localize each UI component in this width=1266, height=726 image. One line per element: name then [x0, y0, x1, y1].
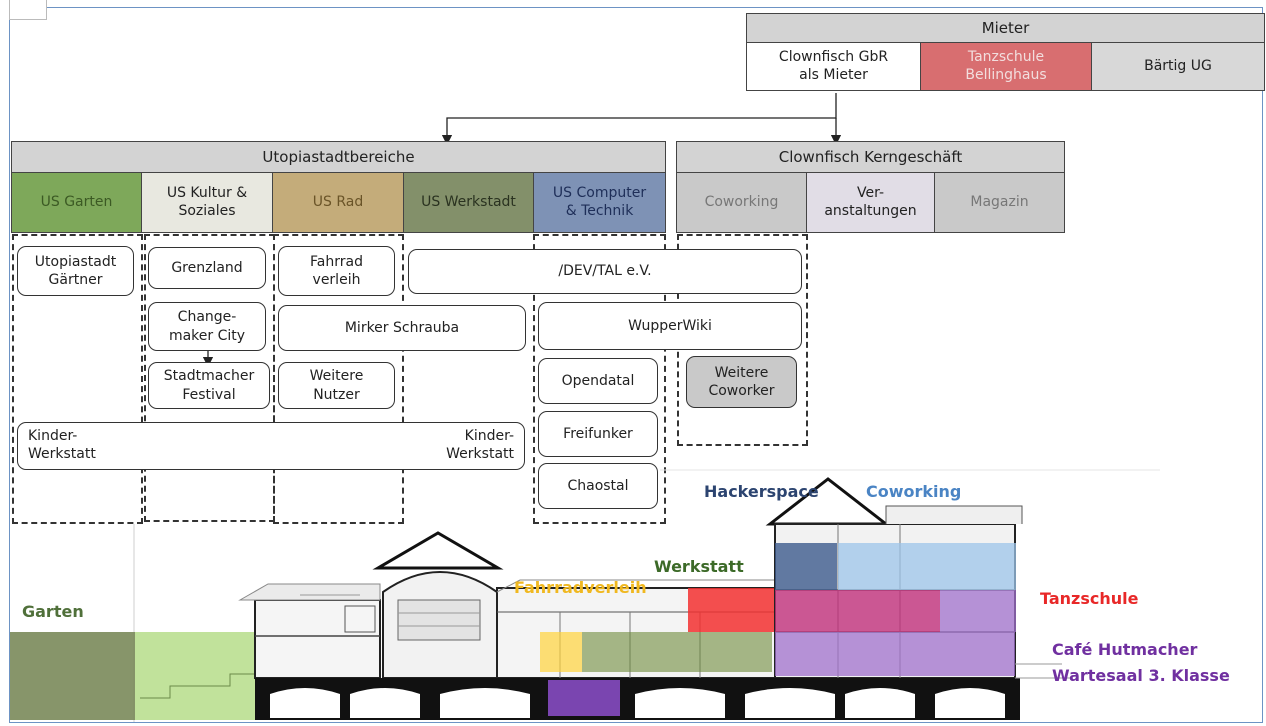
area-us-computer: US Computer & Technik: [533, 172, 666, 233]
utopiastadt-header: Utopiastadtbereiche: [11, 141, 666, 173]
project-freifunker: Freifunker: [538, 411, 658, 457]
column-computer: [533, 234, 666, 524]
zone-coworking: [838, 543, 1016, 590]
zone-fahrradverleih: [540, 632, 582, 672]
project-kinder-werkstatt: Kinder- Werkstatt Kinder- Werkstatt: [17, 422, 525, 470]
corner-tab: [9, 0, 47, 20]
label-hackerspace: Hackerspace: [704, 482, 819, 501]
clownfisch-header: Clownfisch Kerngeschäft: [676, 141, 1065, 173]
column-rad: [273, 234, 404, 524]
kinder-werkstatt-right-label: Kinder- Werkstatt: [446, 428, 514, 463]
area-us-rad: US Rad: [272, 172, 404, 233]
project-mirker-schrauba: Mirker Schrauba: [278, 305, 526, 351]
garden-area-light: [135, 632, 255, 720]
project-changemaker-city: Change- maker City: [148, 302, 266, 351]
zone-cafe-upper: [940, 590, 1016, 632]
project-weitere-nutzer: Weitere Nutzer: [278, 362, 395, 409]
project-utopiastadt-gaertner: Utopiastadt Gärtner: [17, 246, 134, 296]
project-wupperwiki: WupperWiki: [538, 302, 802, 350]
label-werkstatt: Werkstatt: [654, 557, 744, 576]
area-coworking: Coworking: [676, 172, 807, 233]
zone-tanzschule-red: [688, 588, 774, 632]
project-fahrrad-verleih: Fahrrad verleih: [278, 246, 395, 296]
zone-hackerspace: [775, 543, 837, 590]
zone-cafe-basement: [548, 680, 620, 716]
project-chaostal: Chaostal: [538, 463, 658, 509]
diagram-frame: [9, 7, 1263, 723]
tenant-clownfisch: Clownfisch GbR als Mieter: [746, 42, 921, 91]
left-wing: [254, 599, 381, 679]
label-wartesaal: Wartesaal 3. Klasse: [1052, 666, 1230, 685]
label-coworking: Coworking: [866, 482, 962, 501]
hall-gable-roof: [372, 531, 504, 570]
column-garten: [12, 234, 143, 524]
garden-area-dark: [10, 632, 135, 720]
label-tanzschule: Tanzschule: [1040, 589, 1139, 608]
project-dev-tal: /DEV/TAL e.V.: [408, 249, 802, 294]
project-opendatal: Opendatal: [538, 358, 658, 404]
project-stadtmacher-festival: Stadtmacher Festival: [148, 362, 270, 409]
tenant-baertig: Bärtig UG: [1091, 42, 1265, 91]
label-fahrradverleih: Fahrradverleih: [514, 578, 647, 597]
zone-werkstatt: [582, 632, 772, 672]
kinder-werkstatt-left-label: Kinder- Werkstatt: [28, 428, 96, 463]
area-us-kultur: US Kultur & Soziales: [141, 172, 273, 233]
label-garten: Garten: [22, 602, 84, 621]
mieter-header: Mieter: [746, 13, 1265, 43]
tenant-tanzschule: Tanzschule Bellinghaus: [920, 42, 1092, 91]
project-grenzland: Grenzland: [148, 247, 266, 289]
zone-tanzschule: [775, 590, 940, 632]
label-cafe-hutmacher: Café Hutmacher: [1052, 640, 1198, 659]
area-magazin: Magazin: [934, 172, 1065, 233]
project-weitere-coworker: Weitere Coworker: [686, 356, 797, 408]
area-us-garten: US Garten: [11, 172, 142, 233]
area-us-werkstadt: US Werkstadt: [403, 172, 534, 233]
zone-cafe: [775, 632, 1015, 676]
